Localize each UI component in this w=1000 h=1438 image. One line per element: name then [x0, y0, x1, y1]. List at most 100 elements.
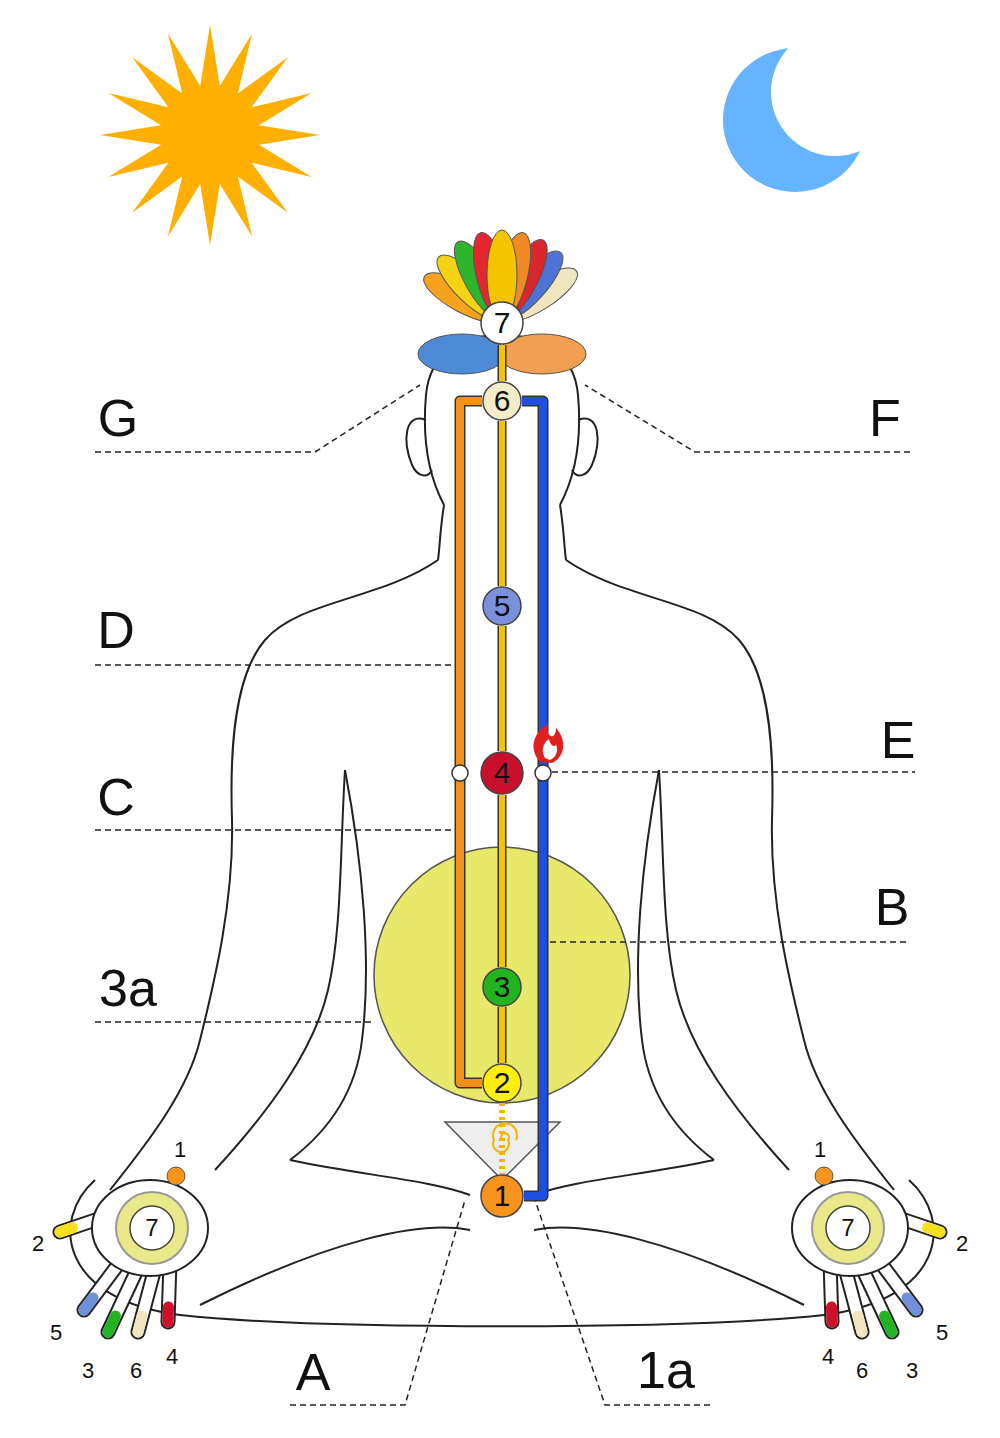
leader-line	[95, 385, 420, 452]
energy-channel	[502, 1103, 503, 1174]
region-letter: A	[296, 1346, 331, 1398]
finger	[138, 1268, 155, 1332]
energy-channel	[502, 345, 503, 381]
channel-outline	[498, 421, 507, 586]
chakra-disc	[483, 968, 521, 1006]
palm-ring	[116, 1192, 188, 1264]
region-letter: C	[97, 771, 135, 823]
chakra-disc	[481, 1175, 523, 1217]
channel-line	[499, 1103, 505, 1174]
channel-outline	[498, 345, 507, 381]
chakra-number: 2	[494, 1068, 511, 1098]
heart-chakra: 4	[480, 751, 524, 795]
channel-outline	[522, 401, 543, 1196]
finger-tip	[928, 1228, 941, 1232]
arm-outline	[659, 770, 789, 1170]
throat-chakra: 5	[482, 586, 522, 626]
leader-line	[550, 941, 910, 943]
palm-outline	[92, 1180, 208, 1276]
neck-outline	[560, 505, 566, 560]
finger-number: 3	[82, 1360, 94, 1382]
region-letter: G	[98, 392, 138, 444]
chakra-disc	[483, 1064, 521, 1102]
sacral-chakra: 2	[482, 1063, 522, 1103]
channel-outline	[498, 795, 507, 967]
energy-channel	[502, 795, 503, 967]
finger-number: 4	[822, 1346, 834, 1368]
energy-channel	[502, 1007, 503, 1063]
channel-outline	[498, 1007, 507, 1063]
finger-number: 2	[32, 1233, 44, 1255]
finger-tip	[907, 1298, 916, 1310]
legs-outline	[534, 1160, 714, 1195]
channel-line	[499, 1007, 505, 1063]
hand-dot	[167, 1167, 185, 1185]
brow-chakra: 6	[482, 381, 522, 421]
finger-tip	[84, 1298, 93, 1310]
neck-outline	[438, 505, 444, 560]
channel-line	[499, 421, 505, 586]
chakra-disc	[483, 587, 521, 625]
arm-outline	[110, 560, 438, 1190]
finger-tip	[138, 1316, 142, 1332]
arm-outline	[566, 560, 894, 1190]
legs-outline	[70, 1180, 933, 1326]
leader-line	[585, 385, 910, 452]
channel-line	[499, 795, 505, 967]
finger	[845, 1268, 862, 1332]
leader-line	[95, 1021, 375, 1023]
torso-outline	[638, 770, 714, 1160]
legs-outline	[534, 1228, 804, 1305]
finger-number: 4	[166, 1346, 178, 1368]
finger-tip	[826, 1307, 838, 1322]
leader-line	[290, 1200, 465, 1405]
finger-number: 1	[174, 1139, 186, 1161]
finger-number: 2	[956, 1233, 968, 1255]
channel-outline	[460, 401, 482, 1083]
legs-outline	[200, 1228, 470, 1305]
region-letter: B	[875, 881, 910, 933]
energy-channel	[502, 626, 503, 751]
sun-symbol	[100, 25, 320, 245]
channel-line	[460, 401, 482, 1083]
finger-tip	[163, 1307, 175, 1322]
finger-number: 6	[130, 1360, 142, 1382]
chakra-number: 5	[494, 591, 511, 621]
chakra-number: 7	[145, 1216, 158, 1240]
flame-core	[543, 739, 557, 760]
legs-outline	[290, 1160, 470, 1195]
chakra-number: 7	[494, 308, 511, 338]
region-letter: F	[869, 392, 901, 444]
region-letter: E	[881, 714, 916, 766]
leader-line	[552, 771, 915, 773]
hand-chakra: 7	[825, 1205, 871, 1251]
palm-outline	[792, 1180, 908, 1276]
energy-channel	[522, 401, 543, 1196]
region-letter: 1a	[637, 1344, 695, 1396]
finger	[845, 1268, 862, 1332]
flame-symbol	[534, 724, 564, 763]
energy-channel	[502, 421, 503, 586]
channel-outline	[498, 626, 507, 751]
hand-dot	[815, 1167, 833, 1185]
navel-chakra: 3	[482, 967, 522, 1007]
finger-tip	[60, 1228, 73, 1232]
moon-shadow	[771, 28, 899, 156]
chakra-number: 6	[494, 386, 511, 416]
chakra-disc	[130, 1206, 174, 1250]
finger-tip	[108, 1316, 116, 1332]
ear-outline	[406, 419, 432, 476]
chakra-number: 3	[494, 972, 511, 1002]
ear-outline	[572, 419, 598, 476]
chakra-disc	[826, 1206, 870, 1250]
region-letter: D	[97, 604, 135, 656]
leader-line	[95, 829, 455, 831]
region-letter: 3a	[99, 962, 157, 1014]
chakra-disc	[481, 302, 523, 344]
finger-number: 1	[814, 1139, 826, 1161]
crown-chakra: 7	[480, 301, 524, 345]
chakra-disc	[481, 752, 523, 794]
chakra-number: 1	[494, 1181, 511, 1211]
chakra-number: 4	[494, 758, 511, 788]
